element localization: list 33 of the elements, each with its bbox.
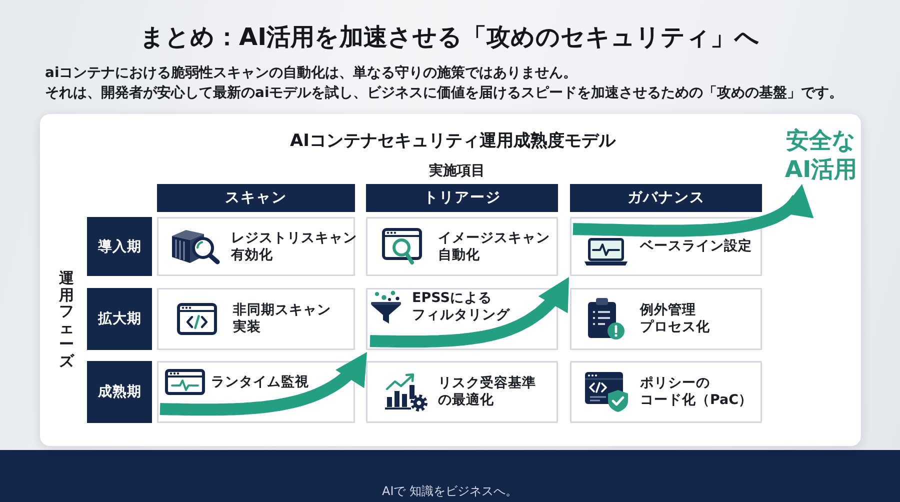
intro-text: aiコンテナにおける脆弱性スキャンの自動化は、単なる守りの施策ではありません。: [45, 64, 578, 82]
table-cell: [157, 217, 355, 276]
item-label: 例外管理プロセス化: [640, 302, 710, 336]
tagline: AIで 知識をビジネスへ。: [382, 484, 518, 498]
item-label: ランタイム監視: [211, 374, 309, 390]
row-header: 導入期: [87, 217, 152, 276]
title: まとめ：AI活用を加速させる「攻めのセキュリティ」へ: [140, 22, 760, 52]
column-header: トリアージ: [366, 184, 558, 212]
panel-title: AIコンテナセキュリティ運用成熟度モデル: [290, 131, 616, 151]
item-label: レジストリスキャン有効化: [231, 230, 357, 264]
item-label: ポリシーのコード化（PaC）: [640, 375, 753, 409]
row-header: 成熟期: [87, 361, 152, 423]
table-cell: [157, 288, 355, 350]
table-cell: [366, 217, 558, 276]
arrow: [367, 277, 569, 348]
table-cell: [570, 361, 762, 423]
item-label: EPSSによるフィルタリング: [412, 290, 510, 324]
axis-label: 実施項目: [429, 163, 485, 180]
row-header: 拡大期: [87, 288, 152, 350]
item-label: 非同期スキャン実装: [233, 302, 331, 336]
column-header: スキャン: [157, 184, 355, 212]
panel: [40, 114, 861, 446]
column-header: ガバナンス: [570, 184, 762, 212]
item-label: ベースライン設定: [640, 238, 752, 255]
axis-label: 運用フェーズ: [58, 270, 75, 369]
intro-text: それは、開発者が安心して最新のaiモデルを試し、ビジネスに価値を届けるスピードを加速させるための「攻めの基盤」です。: [45, 84, 844, 102]
table-cell: [366, 361, 558, 423]
arrow: [570, 184, 814, 237]
item-label: リスク受容基準の最適化: [438, 375, 536, 409]
goal-text: 安全なAI活用: [784, 127, 858, 185]
item-label: イメージスキャン自動化: [438, 230, 550, 264]
table-cell: [570, 288, 762, 350]
arrow: [158, 352, 367, 416]
